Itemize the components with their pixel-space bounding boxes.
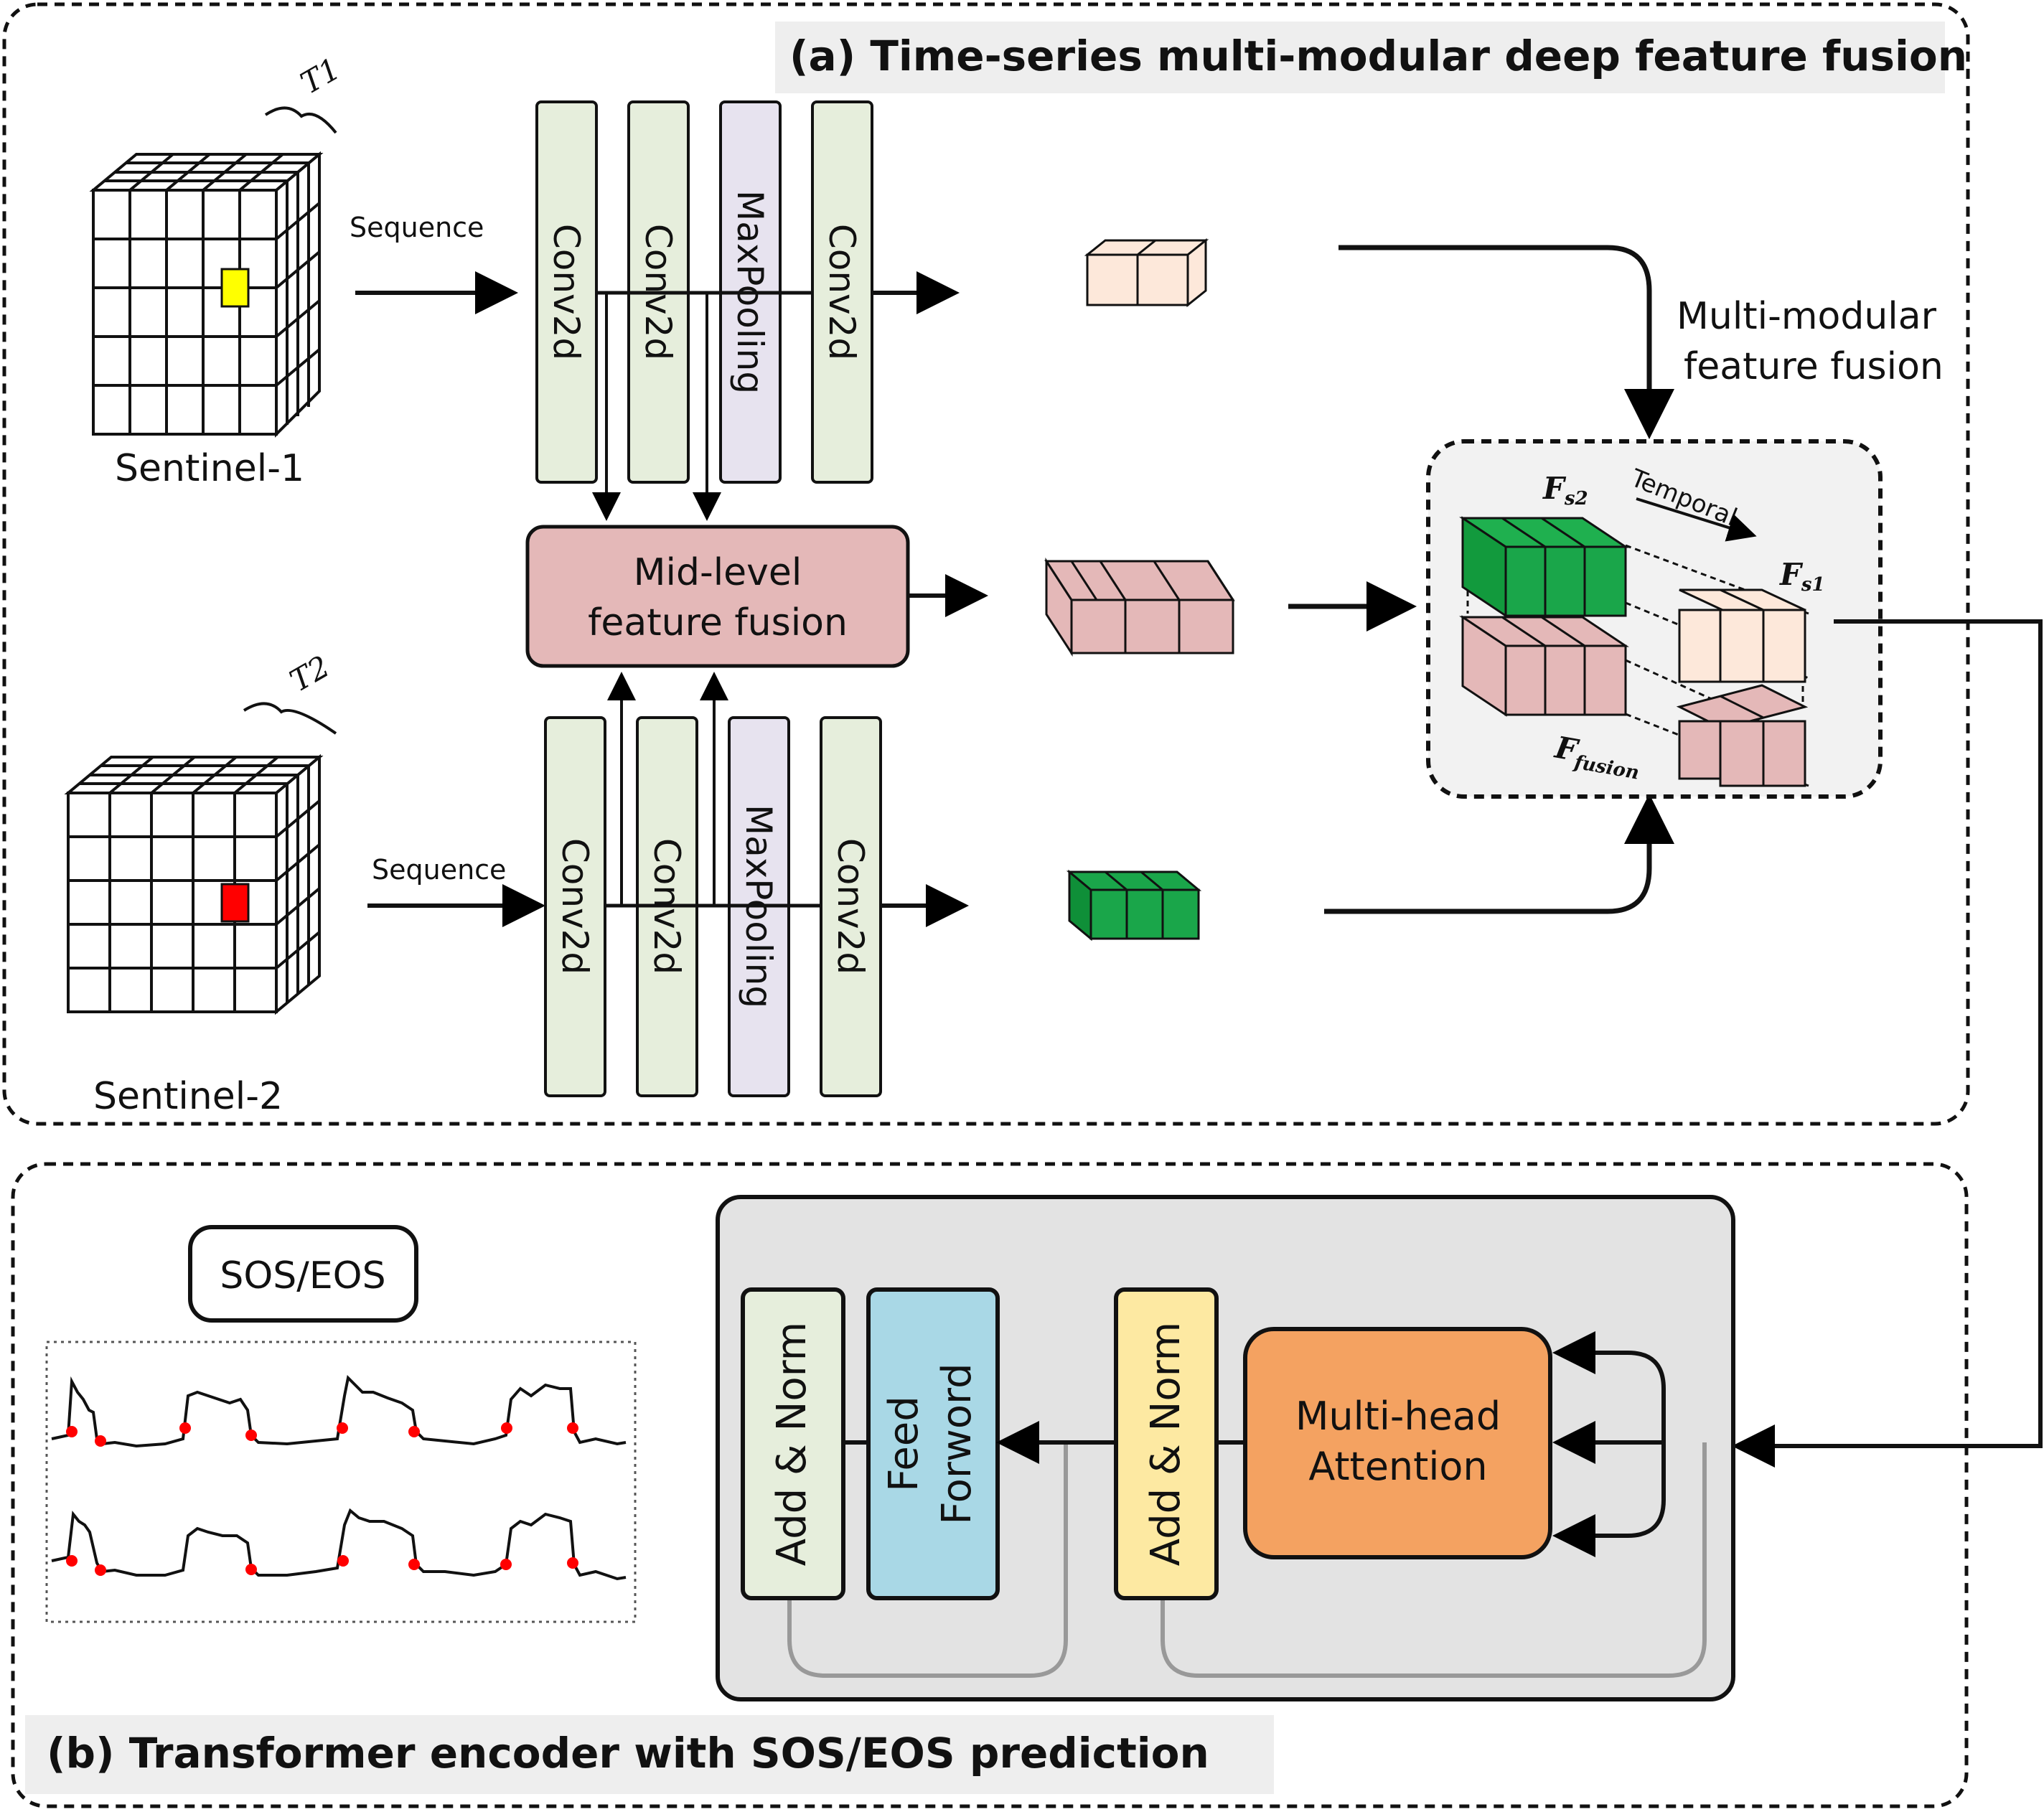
- sentinel1-yellow-pixel: [220, 268, 250, 308]
- fs2-label: Fs2: [1542, 471, 1588, 510]
- phenology-curve-1: [51, 1374, 627, 1448]
- curve-point: [66, 1426, 78, 1437]
- t1-brace: [264, 106, 337, 134]
- ffusion-cube-left: [1459, 615, 1629, 717]
- t2-brace: [243, 702, 337, 735]
- curve-points: [66, 1422, 578, 1576]
- panel-b-title-bg: [25, 1715, 1274, 1794]
- add-norm-1-label: Add & Norm: [769, 1322, 815, 1566]
- sos-eos-label: SOS/EOS: [220, 1254, 385, 1297]
- sequence-label-top: Sequence: [350, 212, 484, 243]
- sentinel1-grid: [89, 151, 324, 438]
- bottom-layer-3-label: MaxPooling: [738, 804, 779, 1008]
- curve-point: [245, 1430, 257, 1441]
- top-layer-1-label: Conv2d: [545, 224, 587, 360]
- curve-point: [95, 1435, 106, 1447]
- feed-forward-label-2: Forword: [934, 1363, 980, 1524]
- attention-input-bottom: [1552, 1442, 1666, 1557]
- curve-point: [66, 1555, 78, 1567]
- sentinel2-label: Sentinel-2: [93, 1075, 283, 1118]
- bottom-layer-4-label: Conv2d: [830, 838, 871, 975]
- temporal-arrow: [1636, 497, 1757, 542]
- bottom-branch: [544, 716, 882, 1097]
- panel-b-frame: [11, 1162, 1969, 1808]
- t1-label: T1: [295, 51, 347, 101]
- top-layer-3-label: MaxPooling: [729, 190, 771, 394]
- s1-to-fusion-arrow: [1339, 245, 1674, 439]
- curve-point: [245, 1564, 257, 1575]
- ffusion-cube-right: [1676, 684, 1809, 787]
- sentinel1-label: Sentinel-1: [115, 447, 304, 490]
- feed-forward-label-1: Feed: [881, 1396, 927, 1492]
- bottom-layer-1-label: Conv2d: [554, 838, 596, 975]
- curve-point: [567, 1557, 578, 1569]
- phenology-curve-2: [51, 1508, 627, 1581]
- panel-a-title: (a) Time-series multi-modular deep featu…: [789, 32, 1967, 80]
- top-layer-4-label: Conv2d: [821, 224, 863, 360]
- top-layer-2-label: Conv2d: [637, 224, 679, 360]
- multi-modular-label-1: Multi-modular: [1677, 295, 1937, 338]
- bottom-layer-2-label: Conv2d: [646, 838, 688, 975]
- attention-input-top: [1552, 1331, 1666, 1442]
- add-norm-2-label: Add & Norm: [1143, 1322, 1189, 1566]
- curve-point: [501, 1422, 512, 1434]
- fusion-to-encoder-path: [1732, 619, 2043, 1468]
- residual-path-1: [787, 1442, 1068, 1678]
- curve-point: [337, 1422, 348, 1434]
- s2-to-fusion-arrow: [1324, 794, 1674, 914]
- mid-level-label-2: feature fusion: [588, 601, 848, 644]
- curve-point: [408, 1559, 420, 1570]
- fs2-cube: [1459, 516, 1629, 618]
- curve-point: [567, 1422, 578, 1434]
- sos-eos-box: [188, 1225, 418, 1323]
- sentinel2-grid: [64, 754, 324, 1015]
- curve-point: [179, 1422, 191, 1434]
- mid-level-fusion-box: [525, 525, 910, 668]
- attention-label-1: Multi-head: [1295, 1394, 1501, 1439]
- fs1-cube: [1678, 588, 1806, 683]
- mid-fusion-feature-cube: [1044, 557, 1235, 657]
- sequence-label-bottom: Sequence: [372, 854, 506, 886]
- panel-b-title: (b) Transformer encoder with SOS/EOS pre…: [47, 1729, 1209, 1778]
- curve-point: [337, 1555, 349, 1567]
- sentinel2-red-pixel: [220, 883, 250, 923]
- s1-feature-cube: [1084, 238, 1209, 308]
- curve-point: [95, 1564, 106, 1576]
- curve-plot-frame: [45, 1341, 637, 1623]
- s2-feature-cube: [1066, 869, 1202, 942]
- attention-box: [1243, 1327, 1552, 1559]
- t2-label: T2: [284, 649, 336, 699]
- top-branch: [535, 100, 873, 484]
- curve-point: [500, 1559, 512, 1570]
- multi-modular-label-2: feature fusion: [1684, 345, 1944, 388]
- fs1-label: Fs1: [1779, 557, 1825, 596]
- panel-a-frame: [2, 2, 1970, 1126]
- mid-level-label-1: Mid-level: [634, 551, 802, 594]
- attention-label-2: Attention: [1308, 1444, 1487, 1489]
- panel-a-title-bg: [775, 22, 1945, 93]
- residual-path-2: [1161, 1442, 1707, 1678]
- curve-point: [408, 1426, 420, 1437]
